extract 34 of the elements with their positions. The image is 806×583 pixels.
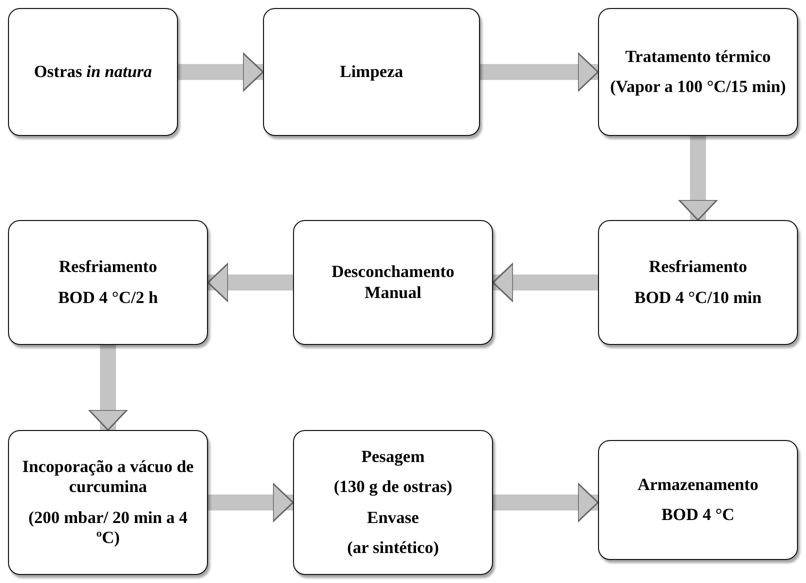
process-box bbox=[598, 220, 798, 345]
process-box bbox=[263, 8, 480, 136]
step-text: BOD 4 °C/2 h bbox=[58, 288, 158, 308]
step-text: Resfriamento bbox=[58, 257, 158, 278]
step-text: Resfriamento bbox=[648, 257, 748, 278]
step-text: Ostras in natura bbox=[34, 62, 152, 82]
step-text: Desconchamento Manual bbox=[330, 262, 456, 303]
block-arrow bbox=[208, 482, 294, 522]
process-box bbox=[293, 220, 493, 345]
process-box bbox=[598, 8, 798, 136]
step-text: BOD 4 °C/10 min bbox=[634, 288, 762, 308]
step-text: Envase bbox=[367, 508, 419, 528]
process-box bbox=[598, 440, 798, 560]
block-arrow bbox=[207, 262, 293, 302]
block-arrow bbox=[178, 52, 264, 92]
step-text: (200 mbar/ 20 min a 4 ºC) bbox=[27, 508, 189, 548]
block-arrow bbox=[480, 52, 599, 92]
step-text: (ar sintético) bbox=[347, 538, 439, 558]
step-text: Armazenamento bbox=[638, 474, 758, 495]
block-arrow bbox=[678, 136, 718, 221]
step-text: Tratamento térmico bbox=[625, 46, 771, 67]
step-text: (Vapor a 100 °C/15 min) bbox=[610, 77, 786, 98]
step-text: Limpeza bbox=[340, 62, 404, 82]
step-text: Pesagem bbox=[361, 446, 425, 468]
process-box bbox=[8, 220, 208, 345]
process-box bbox=[8, 8, 178, 136]
process-box bbox=[8, 430, 208, 575]
step-text: (130 g de ostras) bbox=[334, 477, 452, 498]
block-arrow bbox=[88, 345, 128, 431]
process-box bbox=[293, 430, 493, 575]
block-arrow bbox=[492, 262, 598, 302]
block-arrow bbox=[493, 482, 599, 522]
step-text: BOD 4 °C bbox=[662, 505, 734, 526]
step-text: Incoporação a vácuo de curcumina bbox=[21, 456, 195, 498]
